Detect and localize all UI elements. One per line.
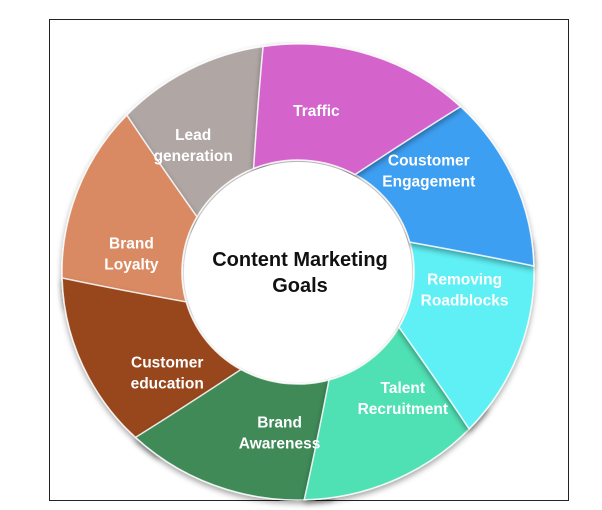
segment-label-line: Brand [109,236,154,253]
center-title-line1: Content Marketing [212,249,388,271]
segment-label-line: Recruitment [358,401,448,418]
segment-label-line: Awareness [239,435,321,452]
segment-label-line: Coustomer [388,152,470,169]
segments-layer [61,43,535,501]
segment-label-line: generation [154,148,233,165]
segment-label-line: Engagement [382,173,475,190]
center-circle [184,162,412,382]
segment-label-line: Customer [131,355,203,372]
segment-label-line: Traffic [293,103,340,120]
segment-label-line: Lead [175,127,211,144]
segment-label-line: Removing [427,271,502,288]
segment-label-line: Loyalty [104,257,159,274]
segment-label-customer-education: Customer education [131,355,204,393]
segment-label-line: Roadblocks [421,292,509,309]
segment-label-line: Brand [257,414,302,431]
center-title-line2: Goals [272,275,328,297]
segment-label-line: Talent [381,380,426,397]
segment-label-line: education [131,376,204,393]
segment-traffic [252,43,462,176]
segment-label-traffic: Traffic [293,103,340,120]
segment-label-lead-generation: Lead generation [154,127,233,165]
